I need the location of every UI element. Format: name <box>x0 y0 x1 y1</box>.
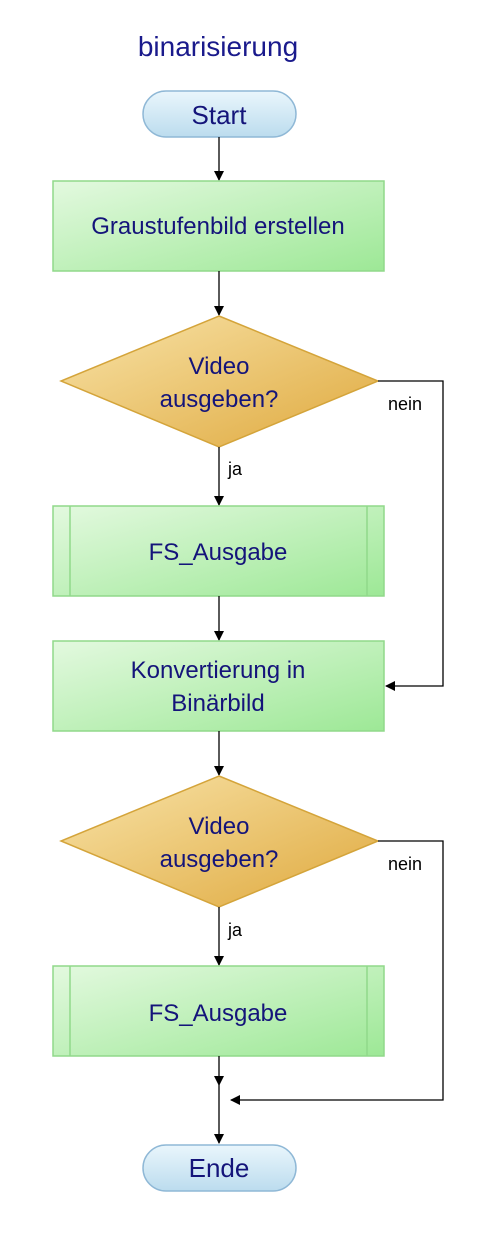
diagram-title: binarisierung <box>138 31 298 62</box>
decision2-label-line1: Video <box>189 813 250 840</box>
decision1-node[interactable]: Video ausgeben? <box>59 315 380 448</box>
start-label: Start <box>192 100 248 130</box>
fs-output2-node[interactable]: FS_Ausgabe <box>52 965 385 1057</box>
start-node[interactable]: Start <box>142 90 297 138</box>
decision2-no-label: nein <box>388 854 422 874</box>
fs-output2-label: FS_Ausgabe <box>149 1000 288 1027</box>
decision1-no-label: nein <box>388 394 422 414</box>
edge-decision2-no <box>230 840 444 1105</box>
fs-output1-label: FS_Ausgabe <box>149 539 288 566</box>
convert-label-line2: Binärbild <box>171 690 264 717</box>
grayscale-process-node[interactable]: Graustufenbild erstellen <box>52 180 385 272</box>
decision1-label-line1: Video <box>189 353 250 380</box>
decision2-yes-label: ja <box>227 920 243 940</box>
convert-label-line1: Konvertierung in <box>131 657 306 684</box>
decision1-yes-label: ja <box>227 459 243 479</box>
convert-process-node[interactable]: Konvertierung in Binärbild <box>52 640 385 732</box>
grayscale-label: Graustufenbild erstellen <box>91 213 344 240</box>
end-label: Ende <box>189 1153 250 1183</box>
fs-output1-node[interactable]: FS_Ausgabe <box>52 505 385 597</box>
end-node[interactable]: Ende <box>142 1144 297 1192</box>
decision1-label-line2: ausgeben? <box>160 386 279 413</box>
decision2-label-line2: ausgeben? <box>160 846 279 873</box>
decision2-node[interactable]: Video ausgeben? <box>59 775 380 908</box>
edge-decision1-no <box>378 380 444 691</box>
